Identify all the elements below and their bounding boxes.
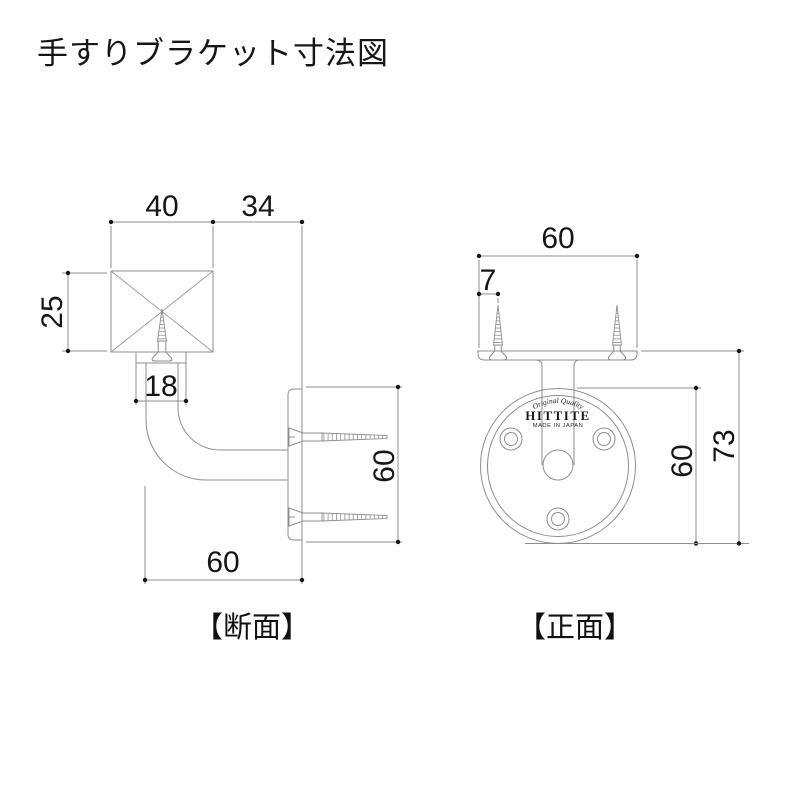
dim-overall-height: 73 bbox=[525, 348, 749, 546]
front-view-drawing: Original Quality HITTITE MADE IN JAPAN 6… bbox=[476, 222, 749, 644]
arm-inner-curve bbox=[177, 363, 288, 451]
logo-brand-name: HITTITE bbox=[525, 408, 590, 423]
plate-inner-circle bbox=[487, 395, 629, 537]
wall-screw-upper bbox=[288, 427, 388, 447]
section-view-caption: 【断面】 bbox=[194, 611, 310, 644]
center-hole bbox=[542, 449, 574, 481]
dim-offset-to-wall: 34 bbox=[241, 190, 305, 225]
dim-label-25: 25 bbox=[36, 295, 69, 328]
dim-label-34: 34 bbox=[241, 190, 274, 223]
page-title: 手すりブラケット寸法図 bbox=[37, 36, 389, 71]
dim-plate-diameter: 60 bbox=[577, 385, 701, 546]
screw-thread bbox=[321, 432, 388, 442]
dim-label-40: 40 bbox=[145, 190, 178, 223]
dim-label-60-diameter: 60 bbox=[666, 444, 699, 477]
screw-hole-bottom bbox=[546, 507, 570, 531]
screw-head bbox=[607, 350, 627, 361]
screw-thread bbox=[492, 304, 504, 346]
screw-up-section bbox=[151, 308, 173, 362]
rail-block-outline bbox=[110, 270, 214, 353]
screw-up-right bbox=[607, 304, 627, 361]
dim-label-60-plate: 60 bbox=[368, 449, 401, 482]
arm-outer-curve bbox=[145, 363, 288, 481]
dim-plate-height: 60 bbox=[306, 384, 402, 545]
dim-screw-edge-offset: 7 bbox=[476, 264, 501, 303]
screw-thread bbox=[321, 512, 388, 522]
screw-thread bbox=[611, 304, 623, 346]
dim-arm-depth: 60 bbox=[142, 486, 305, 584]
plate-outline bbox=[287, 388, 302, 541]
screw-hole-top-left bbox=[499, 427, 523, 451]
screw-head bbox=[488, 350, 508, 361]
brand-logo: Original Quality HITTITE MADE IN JAPAN bbox=[525, 396, 590, 429]
dim-label-7: 7 bbox=[480, 264, 497, 297]
stem bbox=[535, 359, 581, 465]
screw-thread bbox=[156, 308, 168, 342]
top-support-bar bbox=[477, 350, 638, 361]
wall-plate-section bbox=[287, 226, 303, 584]
dim-label-73: 73 bbox=[708, 429, 741, 462]
dim-top-support-width: 60 bbox=[476, 222, 640, 348]
dim-neck-width: 18 bbox=[133, 370, 189, 404]
dim-label-18: 18 bbox=[144, 370, 177, 403]
dim-rail-block-width: 40 bbox=[108, 190, 302, 268]
screw-hole-top-right bbox=[592, 427, 616, 451]
dim-label-60-depth: 60 bbox=[206, 546, 239, 579]
screw-up-left bbox=[488, 304, 508, 361]
logo-origin: MADE IN JAPAN bbox=[533, 423, 584, 429]
dim-label-60-top: 60 bbox=[541, 222, 574, 255]
bracket-arm bbox=[135, 352, 288, 481]
section-view-drawing: 40 34 25 18 bbox=[36, 190, 402, 644]
wall-plate-front: Original Quality HITTITE MADE IN JAPAN bbox=[480, 388, 636, 544]
wall-screw-lower bbox=[288, 507, 388, 527]
dim-rail-block-height: 25 bbox=[36, 270, 107, 354]
front-view-caption: 【正面】 bbox=[517, 612, 633, 644]
screw-head bbox=[151, 351, 173, 362]
